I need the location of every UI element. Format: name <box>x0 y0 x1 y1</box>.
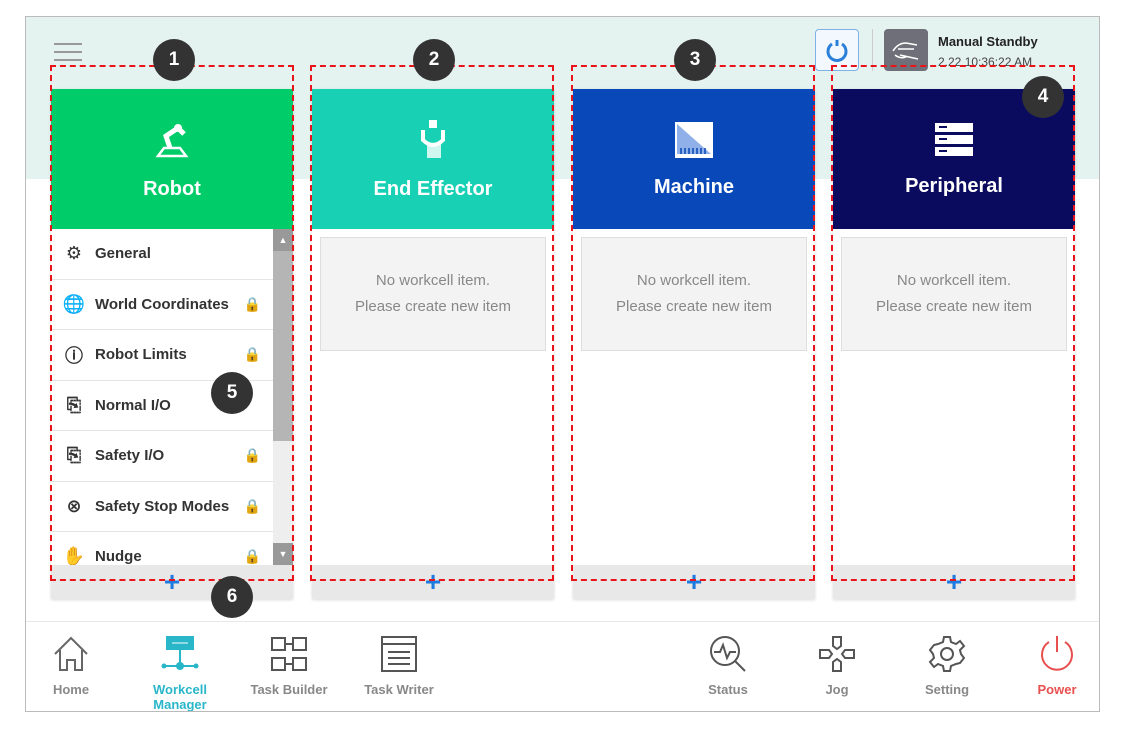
list-item-general[interactable]: ⚙ General <box>51 229 273 280</box>
nav-label: Jog <box>825 682 849 697</box>
task-writer-icon <box>381 636 417 672</box>
nav-label: Workcell Manager <box>153 682 207 712</box>
scrollbar[interactable]: ▲▼ <box>273 229 293 565</box>
stop-icon: ⊗ <box>66 495 82 516</box>
jog-icon <box>819 636 855 672</box>
datetime: 2.22 10:36:22 AM <box>938 55 1033 69</box>
empty-line: No workcell item. <box>636 272 752 289</box>
empty-state: No workcell item. Please create new item <box>581 237 807 351</box>
item-label: World Coordinates <box>95 295 229 313</box>
column-header-end-effector[interactable]: End Effector <box>312 89 554 229</box>
nav-label: Status <box>708 682 748 697</box>
nav-label: Power <box>1037 682 1077 697</box>
lock-icon: 🔒 <box>243 447 261 464</box>
column-robot: Robot ⚙ General 🌐 World Coordinates 🔒 ⓘ Robo… <box>51 89 293 599</box>
manual-mode-button[interactable] <box>884 29 928 71</box>
list-item-world-coordinates[interactable]: 🌐 World Coordinates 🔒 <box>51 280 273 330</box>
column-title: Machine <box>653 175 735 198</box>
column-peripheral: Peripheral No workcell item. Please creat… <box>833 89 1075 599</box>
column-machine: Machine No workcell item. Please create n… <box>573 89 815 599</box>
nav-task-writer[interactable]: Task Writer <box>344 634 454 697</box>
list-item-safety-io[interactable]: ⎘ Safety I/O 🔒 <box>51 431 273 482</box>
column-end-effector: End Effector No workcell item. Please cre… <box>312 89 554 599</box>
column-title: Peripheral <box>905 174 1003 197</box>
item-label: Safety I/O <box>95 447 165 465</box>
nav-label: Setting <box>924 682 970 697</box>
lock-icon: 🔒 <box>243 497 261 514</box>
home-icon <box>54 636 88 671</box>
robot-icon <box>155 123 189 157</box>
sync-button[interactable] <box>815 29 859 71</box>
empty-state: No workcell item. Please create new item <box>320 237 546 351</box>
add-end-effector-button[interactable]: + <box>312 565 554 599</box>
column-header-machine[interactable]: Machine <box>573 89 815 229</box>
scroll-down-icon[interactable]: ▼ <box>273 543 293 565</box>
gear-icon <box>928 636 966 672</box>
sync-icon <box>826 40 848 62</box>
robot-arm-icon: ⚙ <box>65 243 83 264</box>
annotation-badge: 3 <box>674 39 716 81</box>
io-icon: ⎘ <box>66 445 82 466</box>
limit-icon: ⓘ <box>65 345 83 366</box>
item-label: General <box>95 245 151 263</box>
annotation-badge: 5 <box>211 372 253 414</box>
divider <box>872 29 873 71</box>
annotation-badge: 2 <box>413 39 455 81</box>
annotation-badge: 1 <box>153 39 195 81</box>
nav-power[interactable]: Power <box>1002 634 1099 697</box>
bottom-nav: Home Workcell Manager Task Builder Task … <box>26 621 1099 712</box>
item-label: Safety Stop Modes <box>95 497 230 515</box>
power-icon <box>1041 636 1073 671</box>
lock-icon: 🔒 <box>243 346 261 363</box>
nav-label: Task Builder <box>250 682 328 697</box>
robot-settings-list: ⚙ General 🌐 World Coordinates 🔒 ⓘ Robot Limi… <box>51 229 273 565</box>
nav-jog[interactable]: Jog <box>782 634 892 697</box>
empty-line: No workcell item. <box>375 272 491 289</box>
status-icon <box>710 636 746 672</box>
item-label: Robot Limits <box>95 346 187 364</box>
nav-setting[interactable]: Setting <box>892 634 1002 697</box>
nav-status[interactable]: Status <box>673 634 783 697</box>
empty-line: Please create new item <box>876 298 1032 315</box>
list-item-nudge[interactable]: ✋ Nudge 🔒 <box>51 532 273 565</box>
empty-line: Please create new item <box>616 298 772 315</box>
lock-icon: 🔒 <box>243 548 261 565</box>
menu-icon[interactable] <box>54 37 82 63</box>
list-item-robot-limits[interactable]: ⓘ Robot Limits 🔒 <box>51 330 273 381</box>
nav-label: Home <box>52 682 90 697</box>
io-icon: ⎘ <box>66 394 82 415</box>
hand-icon: ✋ <box>62 546 86 565</box>
add-machine-button[interactable]: + <box>573 565 815 599</box>
empty-line: Please create new item <box>355 298 511 315</box>
column-title: Robot <box>143 177 201 200</box>
list-item-normal-io[interactable]: ⎘ Normal I/O <box>51 381 273 431</box>
column-title: End Effector <box>373 177 493 200</box>
scroll-up-icon[interactable]: ▲ <box>273 229 293 251</box>
nav-home[interactable]: Home <box>26 634 126 697</box>
empty-line: No workcell item. <box>896 272 1012 289</box>
empty-state: No workcell item. Please create new item <box>841 237 1067 351</box>
globe-icon: 🌐 <box>62 293 86 314</box>
hand-icon <box>892 42 919 60</box>
column-header-robot[interactable]: Robot <box>51 89 293 229</box>
list-item-safety-stop-modes[interactable]: ⊗ Safety Stop Modes 🔒 <box>51 482 273 532</box>
nav-workcell-manager[interactable]: Workcell Manager <box>125 634 235 712</box>
peripheral-icon <box>935 122 973 156</box>
item-label: Nudge <box>95 548 142 565</box>
mode-title: Manual Standby <box>938 34 1038 49</box>
gripper-icon <box>421 119 445 158</box>
task-builder-icon <box>271 637 307 671</box>
workcell-icon <box>161 636 199 670</box>
machine-icon <box>675 121 713 158</box>
item-label: Normal I/O <box>95 396 171 414</box>
app-window: Manual Standby 2.22 10:36:22 AM Robot ⚙ G… <box>25 16 1100 712</box>
nav-label: Task Writer <box>364 682 434 697</box>
nav-task-builder[interactable]: Task Builder <box>234 634 344 697</box>
scrollbar-thumb[interactable] <box>273 251 293 441</box>
add-peripheral-button[interactable]: + <box>833 565 1075 599</box>
lock-icon: 🔒 <box>243 295 261 312</box>
annotation-badge: 4 <box>1022 76 1064 118</box>
add-robot-item-button[interactable]: + <box>51 565 293 599</box>
annotation-badge: 6 <box>211 576 253 618</box>
